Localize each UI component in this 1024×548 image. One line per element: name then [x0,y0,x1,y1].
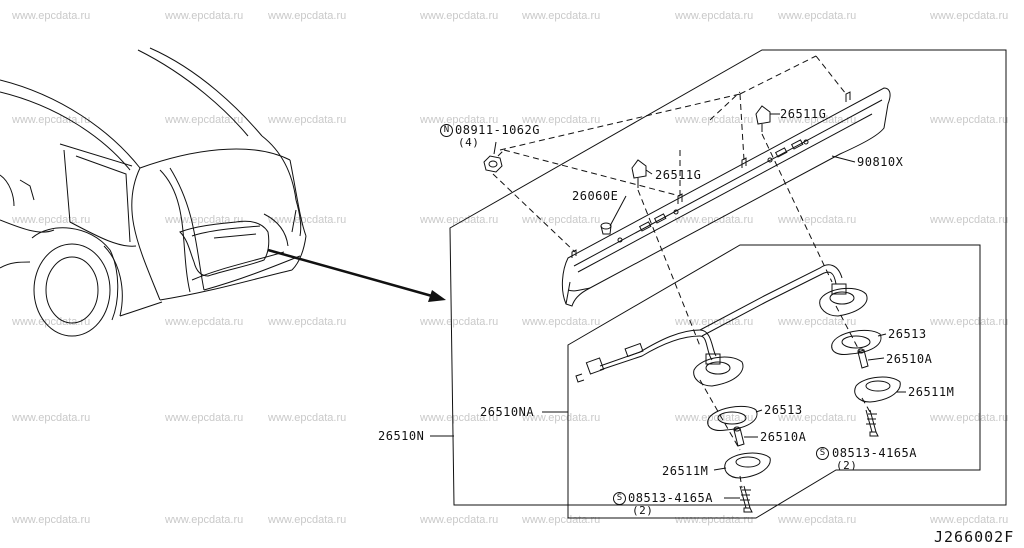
watermark-text: www.epcdata.ru [522,114,601,126]
watermark-text: www.epcdata.ru [522,214,601,226]
watermark-text: www.epcdata.ru [778,316,857,328]
watermark-text: www.epcdata.ru [12,114,91,126]
watermark-text: www.epcdata.ru [930,10,1009,22]
part-26511g-top-label[interactable]: 26511G [780,107,827,121]
part-08911-label[interactable]: 08911-1062G [455,123,540,137]
part-08513-left-label[interactable]: 08513-4165A [628,491,713,505]
part-26510a-left-label[interactable]: 26510A [760,430,807,444]
part-90810x-label[interactable]: 90810X [857,155,904,169]
watermark-text: www.epcdata.ru [420,214,499,226]
watermark-text: www.epcdata.ru [165,412,244,424]
bulb-26510a-right [857,348,869,369]
watermark-text: www.epcdata.ru [522,412,601,424]
watermark-text: www.epcdata.ru [778,214,857,226]
watermark-text: www.epcdata.ru [778,10,857,22]
arrow-head [428,290,446,302]
part-26513-right-label[interactable]: 26513 [888,327,927,341]
nut-08911 [483,155,503,173]
watermark-text: www.epcdata.ru [420,316,499,328]
gasket-26513-left [707,405,758,431]
clip-26511g-mid [631,159,647,188]
part-26513-left-label[interactable]: 26513 [764,403,803,417]
license-lamp-harness [575,264,868,387]
watermark-text: www.epcdata.ru [268,10,347,22]
lens-26511m-right [854,376,901,403]
watermark-text: www.epcdata.ru [268,114,347,126]
watermark-text: www.epcdata.ru [268,412,347,424]
grommet-26060e [600,222,612,235]
watermark-text: www.epcdata.ru [165,316,244,328]
watermark-text: www.epcdata.ru [778,114,857,126]
watermark-text: www.epcdata.ru [675,10,754,22]
watermark-text: www.epcdata.ru [420,10,499,22]
watermark-text: www.epcdata.ru [778,412,857,424]
watermark-text: www.epcdata.ru [675,214,754,226]
part-08513-right-qty: (2) [836,459,858,472]
watermark-text: www.epcdata.ru [930,514,1009,526]
part-08513-left-prefix: S [613,492,626,505]
watermark-text: www.epcdata.ru [930,214,1009,226]
watermark-text: www.epcdata.ru [165,10,244,22]
watermark-text: www.epcdata.ru [165,114,244,126]
watermark-text: www.epcdata.ru [12,514,91,526]
part-08513-right-label[interactable]: 08513-4165A [832,446,917,460]
part-08513-left-qty: (2) [632,504,654,517]
part-26511m-right-label[interactable]: 26511M [908,385,955,399]
watermark-text: www.epcdata.ru [675,114,754,126]
part-08911-prefix: N [440,124,453,137]
screw-08513-left [739,485,753,513]
watermark-text: www.epcdata.ru [165,514,244,526]
harness-frame [567,244,981,519]
watermark-text: www.epcdata.ru [268,514,347,526]
diagram-reference-code: J266002F [934,528,1015,546]
part-08911-qty: (4) [458,136,480,149]
part-26511m-left-label[interactable]: 26511M [662,464,709,478]
watermark-text: www.epcdata.ru [930,316,1009,328]
watermark-text: www.epcdata.ru [930,114,1009,126]
part-26511g-mid-label[interactable]: 26511G [655,168,702,182]
part-08513-right-prefix: S [816,447,829,460]
clip-26511g-top [755,105,771,132]
watermark-text: www.epcdata.ru [522,514,601,526]
watermark-text: www.epcdata.ru [675,514,754,526]
callout-arrow [267,248,433,298]
watermark-text: www.epcdata.ru [268,214,347,226]
part-26510n-label[interactable]: 26510N [378,429,425,443]
gasket-26513-right [831,329,882,355]
watermark-text: www.epcdata.ru [420,412,499,424]
part-26510na-label[interactable]: 26510NA [480,405,535,419]
lens-26511m-left [724,452,771,479]
watermark-text: www.epcdata.ru [268,316,347,328]
leader-lines [430,113,906,499]
watermark-text: www.epcdata.ru [778,514,857,526]
watermark-text: www.epcdata.ru [12,316,91,328]
watermark-text: www.epcdata.ru [420,514,499,526]
watermark-text: www.epcdata.ru [930,412,1009,424]
part-26060e-label[interactable]: 26060E [572,189,619,203]
assembly-lines [492,55,871,489]
assembly-frame [449,49,1007,506]
vehicle-illustration [0,47,307,337]
bulb-26510a-left [733,426,745,447]
watermark-text: www.epcdata.ru [12,214,91,226]
watermark-text: www.epcdata.ru [12,10,91,22]
watermark-text: www.epcdata.ru [12,412,91,424]
watermark-text: www.epcdata.ru [522,316,601,328]
screw-08513-right [865,409,879,437]
finisher-garnish [561,87,891,307]
watermark-text: www.epcdata.ru [420,114,499,126]
watermark-text: www.epcdata.ru [522,10,601,22]
part-26510a-right-label[interactable]: 26510A [886,352,933,366]
watermark-text: www.epcdata.ru [675,412,754,424]
